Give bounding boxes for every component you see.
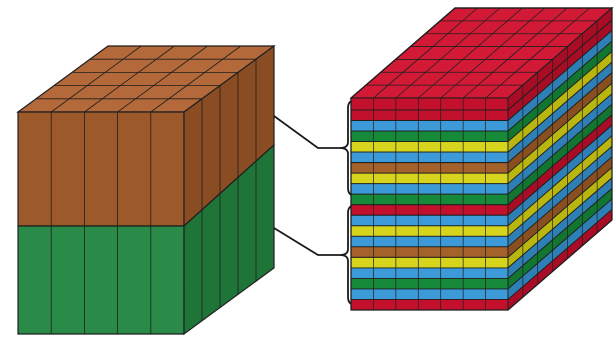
left-top-grid-line xyxy=(117,45,208,113)
right-top-grid-line xyxy=(440,7,545,99)
right-layer-front xyxy=(350,235,509,248)
left-lower-side-face xyxy=(183,143,275,336)
right-layer-front xyxy=(350,214,509,227)
right-layer-front xyxy=(350,204,509,216)
right-top-grid-line xyxy=(462,7,568,99)
upper-region-connector xyxy=(273,115,340,149)
right-layer-front xyxy=(350,130,509,143)
right-layer-front xyxy=(350,120,509,132)
right-top-slab-front xyxy=(350,97,509,111)
right-layer-front xyxy=(350,193,509,206)
right-layered-cube xyxy=(349,6,614,311)
right-layer-front xyxy=(350,141,509,153)
right-layer-front xyxy=(350,172,509,185)
right-layer-front xyxy=(350,246,509,258)
right-top-grid-line xyxy=(395,7,501,99)
right-layer-front xyxy=(350,109,509,121)
left-top-grid-line xyxy=(84,45,175,113)
left-top-grid-line xyxy=(50,45,142,113)
right-layer-front xyxy=(350,267,509,279)
right-layer-front xyxy=(350,225,509,237)
left-upper-front-face xyxy=(17,111,185,227)
left-lower-front-face xyxy=(17,225,185,335)
right-layer-front xyxy=(350,288,509,300)
right-layer-front xyxy=(350,299,509,311)
right-top-grid-line xyxy=(485,7,590,99)
right-layer-front xyxy=(350,151,509,164)
right-layer-front xyxy=(350,256,509,269)
right-layer-front xyxy=(350,162,509,174)
right-layer-front xyxy=(350,183,509,195)
right-top-grid-line xyxy=(373,7,478,99)
left-cube xyxy=(16,44,276,336)
connector-group xyxy=(273,99,357,306)
right-outline xyxy=(350,7,613,311)
right-layer-front xyxy=(350,277,509,290)
left-top-grid-line xyxy=(150,45,242,113)
lower-region-connector xyxy=(273,227,340,256)
right-top-grid-line xyxy=(418,7,523,99)
